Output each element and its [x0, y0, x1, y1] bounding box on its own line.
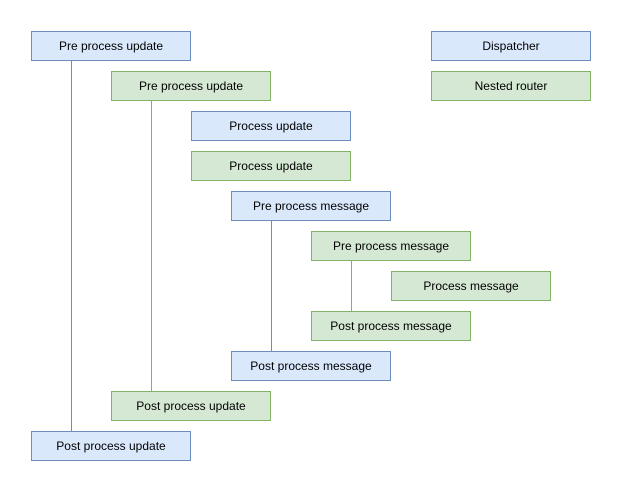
lifeline-pre-to-post-update-nested-connector: [151, 101, 152, 391]
diagram-box-post-process-update-nested: Post process update: [111, 391, 271, 421]
diagram-box-pre-process-message-dispatcher: Pre process message: [231, 191, 391, 221]
diagram-box-pre-process-update-dispatcher: Pre process update: [31, 31, 191, 61]
diagram-box-process-update-dispatcher: Process update: [191, 111, 351, 141]
lifeline-pre-to-post-update-dispatcher-connector: [71, 61, 72, 431]
diagram-box-process-update-nested: Process update: [191, 151, 351, 181]
diagram-box-post-process-update-dispatcher: Post process update: [31, 431, 191, 461]
diagram-box-legend-nested-router: Nested router: [431, 71, 591, 101]
diagram-box-pre-process-message-nested: Pre process message: [311, 231, 471, 261]
lifeline-pre-to-post-message-nested-connector: [351, 261, 352, 311]
lifeline-pre-to-post-message-dispatcher-connector: [271, 221, 272, 351]
diagram-box-process-message-nested: Process message: [391, 271, 551, 301]
diagram-box-post-process-message-nested: Post process message: [311, 311, 471, 341]
diagram-box-pre-process-update-nested: Pre process update: [111, 71, 271, 101]
diagram-box-legend-dispatcher: Dispatcher: [431, 31, 591, 61]
diagram-box-post-process-message-dispatcher: Post process message: [231, 351, 391, 381]
